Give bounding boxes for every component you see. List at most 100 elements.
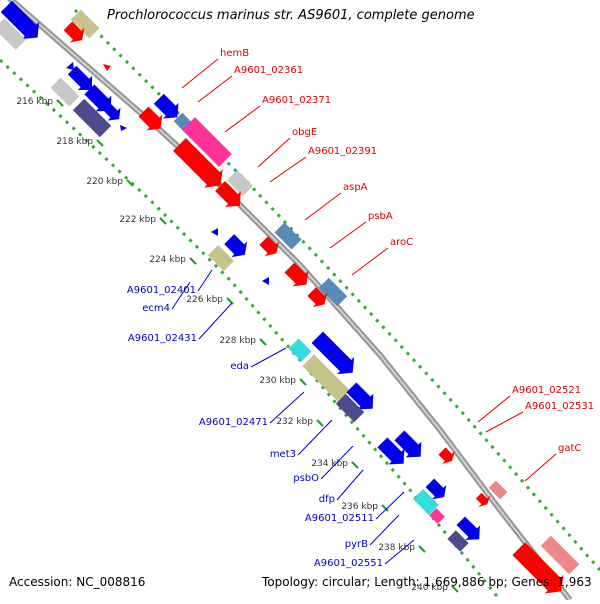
gene-label-A9601_02511: A9601_02511 — [305, 513, 374, 524]
gene-leader-met3 — [297, 419, 333, 456]
gene-feature — [223, 233, 248, 258]
scale-tick-label-226: 226 kbp — [186, 295, 223, 305]
scale-tick-label-232: 232 kbp — [276, 417, 313, 427]
gene-feature — [274, 222, 302, 250]
gene-feature — [447, 530, 469, 552]
genome-stats-text: Topology: circular; Length: 1,669,886 bp… — [262, 575, 592, 589]
gene-feature — [302, 354, 350, 402]
scale-tick-label-238: 238 kbp — [378, 543, 415, 553]
gene-leader-hemB — [181, 58, 219, 89]
scale-tick-label-218: 218 kbp — [56, 137, 93, 147]
scale-tick-236 — [381, 504, 389, 512]
scale-tick-234 — [351, 461, 359, 469]
scale-tick-230 — [299, 378, 307, 386]
gene-feature — [101, 101, 121, 121]
gene-feature — [181, 116, 233, 168]
gene-label-A9601_02391: A9601_02391 — [308, 146, 377, 157]
gene-label-obgE: obgE — [292, 127, 317, 138]
gene-feature — [488, 480, 508, 500]
small-marker — [103, 64, 111, 71]
gene-feature — [335, 393, 365, 423]
gene-feature — [259, 236, 280, 257]
scale-tick-216 — [56, 99, 64, 107]
gene-label-dfp: dfp — [319, 494, 335, 505]
gene-leader-A9601_02471 — [269, 391, 305, 424]
small-marker — [262, 277, 269, 285]
scale-tick-232 — [316, 419, 324, 427]
gene-feature — [475, 492, 491, 508]
gene-label-eda: eda — [230, 361, 249, 372]
gene-feature — [153, 93, 179, 119]
gene-leader-A9601_02431 — [198, 302, 233, 340]
gene-feature — [84, 84, 112, 112]
scale-tick-label-220: 220 kbp — [86, 177, 123, 187]
gene-feature — [307, 287, 328, 308]
scale-tick-label-216: 216 kbp — [16, 97, 53, 107]
scale-tick-label-228: 228 kbp — [219, 336, 256, 346]
gene-leader-ecm4 — [171, 281, 191, 310]
gene-feature — [311, 331, 355, 375]
gene-leader-A9601_02511 — [375, 491, 405, 520]
gene-label-A9601_02361: A9601_02361 — [234, 65, 303, 76]
gene-leader-aspA — [304, 192, 342, 221]
gene-label-gatC: gatC — [558, 443, 581, 454]
gene-feature — [172, 137, 223, 188]
gene-label-ecm4: ecm4 — [142, 303, 170, 314]
gene-feature — [72, 98, 112, 138]
gene-label-A9601_02531: A9601_02531 — [525, 401, 594, 412]
scale-tick-220 — [126, 179, 134, 187]
scale-tick-label-236: 236 kbp — [341, 502, 378, 512]
gene-feature — [456, 516, 481, 541]
gene-label-met3: met3 — [270, 449, 296, 460]
gene-label-aroC: aroC — [390, 237, 413, 248]
gene-feature — [207, 244, 235, 272]
gene-feature — [438, 447, 456, 465]
gene-leader-aroC — [351, 247, 389, 276]
gene-label-A9601_02371: A9601_02371 — [262, 95, 331, 106]
gene-feature — [0, 0, 40, 40]
gene-feature — [540, 535, 580, 575]
scale-tick-label-224: 224 kbp — [149, 255, 186, 265]
gene-feature — [284, 262, 309, 287]
scale-tick-label-234: 234 kbp — [311, 459, 348, 469]
gene-leader-A9601_02531 — [485, 411, 524, 433]
gene-leader-A9601_02521 — [477, 395, 511, 423]
gene-feature — [138, 106, 163, 131]
scale-tick-224 — [189, 257, 197, 265]
gene-feature — [318, 277, 348, 307]
gene-feature — [377, 437, 405, 465]
gene-feature — [50, 77, 80, 107]
gene-leader-A9601_02551 — [384, 539, 415, 565]
gene-leader-obgE — [257, 137, 291, 168]
gene-feature — [394, 430, 422, 458]
gene-leader-eda — [250, 347, 287, 368]
accession-text: Accession: NC_008816 — [9, 575, 146, 589]
scale-tick-240 — [451, 585, 459, 593]
gene-feature — [214, 180, 242, 208]
gene-label-A9601_02431: A9601_02431 — [128, 333, 197, 344]
gene-label-aspA: aspA — [343, 182, 368, 193]
gene-leader-A9601_02401 — [197, 269, 213, 292]
scale-tick-222 — [159, 217, 167, 225]
scale-tick-label-230: 230 kbp — [259, 376, 296, 386]
gene-leader-A9601_02361 — [197, 75, 233, 103]
scale-tick-238 — [418, 545, 426, 553]
gene-feature — [226, 169, 254, 197]
gene-leader-gatC — [524, 453, 557, 482]
gene-feature — [63, 21, 85, 43]
gene-feature — [346, 382, 374, 410]
gene-feature — [512, 542, 564, 594]
gene-label-psbA: psbA — [368, 211, 393, 222]
gene-leader-psbA — [329, 221, 367, 249]
gene-label-A9601_02401: A9601_02401 — [127, 285, 196, 296]
gene-label-hemB: hemB — [220, 48, 249, 59]
gene-label-A9601_02521: A9601_02521 — [512, 385, 581, 396]
gene-feature — [428, 507, 446, 525]
scale-tick-218 — [96, 139, 104, 147]
gene-leader-A9601_02371 — [224, 105, 261, 133]
gene-feature — [67, 65, 93, 91]
gene-label-A9601_02551: A9601_02551 — [314, 558, 383, 569]
gene-feature — [70, 9, 100, 39]
